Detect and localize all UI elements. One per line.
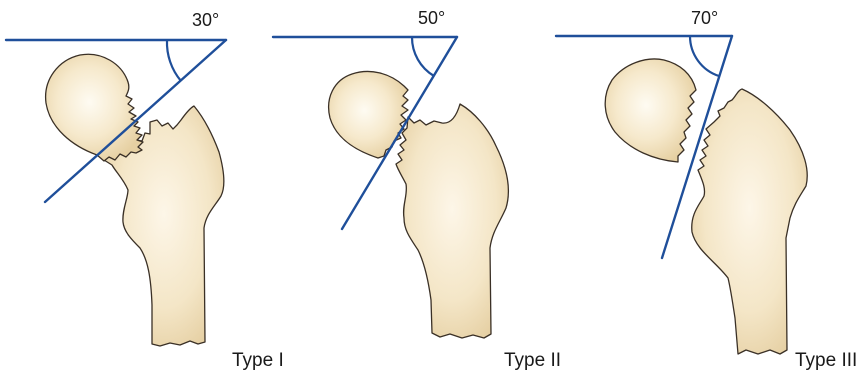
femoral-head-type-1 bbox=[46, 54, 143, 161]
type-label-1: Type I bbox=[232, 350, 284, 371]
panel-type-2: 50° Type II bbox=[273, 8, 561, 371]
angle-label-type-1: 30° bbox=[192, 10, 219, 30]
femoral-head-type-3 bbox=[605, 59, 696, 162]
angle-label-type-3: 70° bbox=[691, 8, 718, 28]
panel-type-1: 30° Type I bbox=[6, 10, 284, 371]
angle-arc-type-1 bbox=[167, 40, 181, 81]
femoral-head-type-2 bbox=[329, 71, 408, 158]
femur-shaft-type-3 bbox=[692, 89, 807, 354]
angle-arc-type-3 bbox=[690, 36, 719, 76]
angle-label-type-2: 50° bbox=[418, 8, 445, 28]
angle-arc-type-2 bbox=[412, 37, 434, 76]
panel-type-3: 70° Type III bbox=[556, 8, 857, 371]
femur-shaft-type-2 bbox=[396, 104, 508, 338]
type-label-2: Type II bbox=[504, 350, 561, 371]
type-label-3: Type III bbox=[795, 350, 857, 371]
